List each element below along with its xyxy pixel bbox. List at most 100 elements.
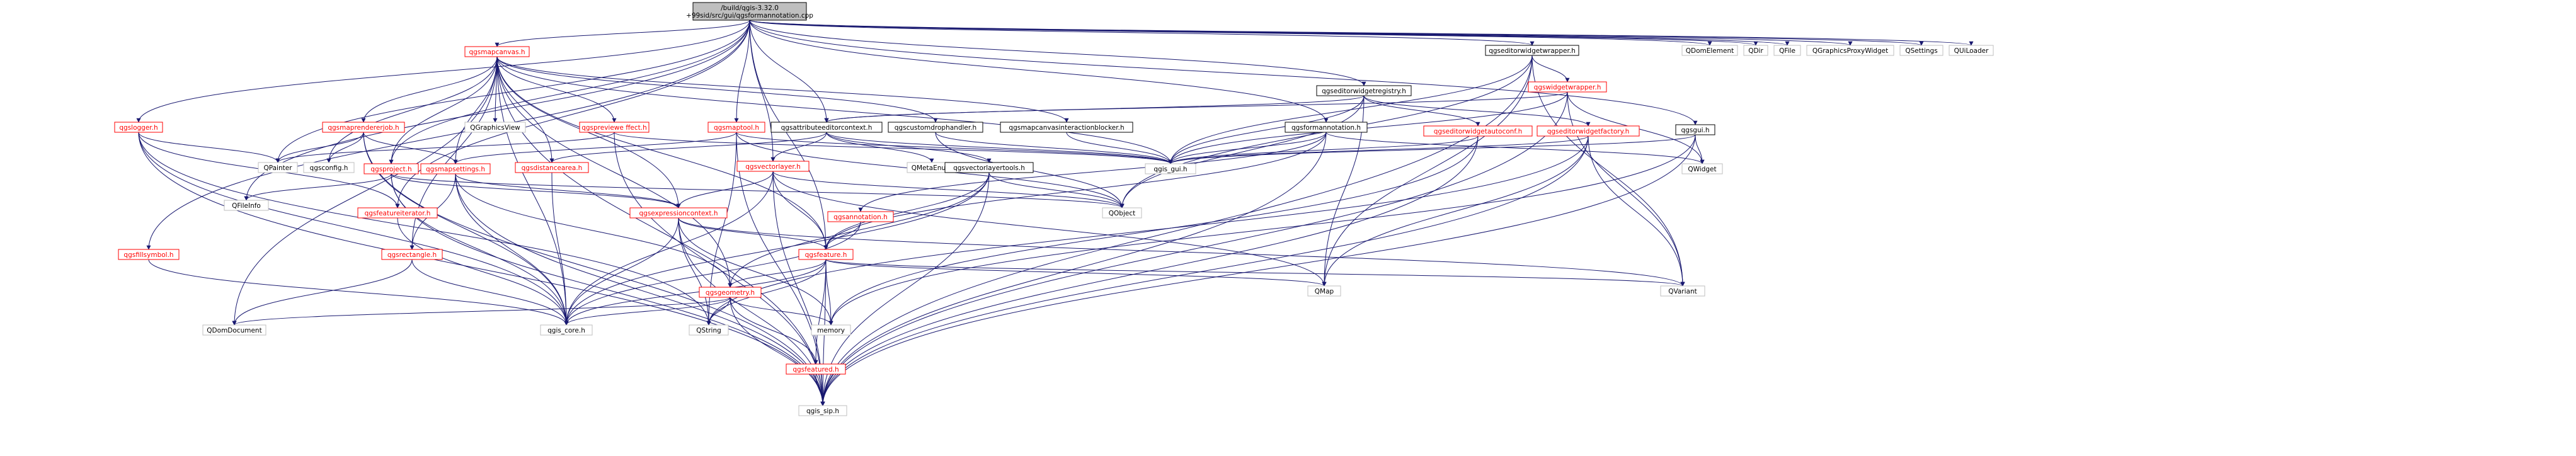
node-label: qgsformannotation.h [1291, 124, 1361, 132]
node-qgsmapcanvasinteractionblocker[interactable]: qgsmapcanvasinteractionblocker.h [1000, 122, 1133, 133]
edge-qgslogger-to-qgis_sip [138, 132, 825, 406]
edge-qgsmapsettings-to-qgsexpressioncontext [455, 173, 681, 208]
node-qgsgeometry[interactable]: qgsgeometry.h [699, 287, 762, 298]
node-box [707, 122, 765, 133]
node-box [827, 211, 894, 222]
edge-qgsgui-to-qgis_gui [1168, 134, 1696, 164]
node-qgsfeatureiterator[interactable]: qgsfeatureiterator.h [357, 207, 438, 219]
node-qgsfeature[interactable]: qgsfeature.h [798, 249, 854, 260]
edge-qgslogger-to-QString [138, 132, 711, 326]
node-qgsmaptool[interactable]: qgsmaptool.h [707, 122, 765, 133]
node-box [1681, 45, 1738, 56]
edge-qgsmaptool-to-qgsmapsettings [453, 132, 737, 164]
node-qgsdistancearea[interactable]: qgsdistancearea.h [515, 162, 589, 173]
edge-qgseditorwidgetautoconf-to-qgis_gui [1168, 135, 1479, 164]
node-box [464, 46, 530, 57]
edge-root-to-qgsfeature [749, 20, 828, 250]
edge-qgsmapsettings-to-qgis_core [455, 173, 569, 326]
edge-qgsexpressioncontext-to-qgsfeature [678, 217, 828, 250]
edge-qgsvectorlayer-to-QMap [772, 171, 1327, 287]
node-box [322, 122, 405, 133]
edge-qgsmapcanvas-to-qgsmaprendererjob [361, 56, 498, 123]
node-box [786, 363, 846, 375]
node-label: QUiLoader [1954, 47, 1989, 55]
edge-qgsfeature-to-qgis_core [564, 259, 827, 326]
edge-qgswidgetwrapper-to-QVariant [1567, 91, 1685, 287]
node-qgseditorwidgetfactory[interactable]: qgseditorwidgetfactory.h [1537, 125, 1640, 137]
node-qgspreviewe[interactable]: qgspreviewe ffect.h [579, 122, 650, 133]
edge-qgsmaptool-to-qgis_sip [736, 132, 825, 406]
node-label: QDomElement [1686, 47, 1734, 55]
edge-qgsrectangle-to-qgis_core [411, 259, 569, 326]
edge-qgsformannotation-to-qgsannotation [858, 132, 1327, 212]
node-box [364, 163, 419, 174]
node-qgsgui[interactable]: qgsgui.h [1675, 124, 1715, 135]
node-qgsvectorlayertools[interactable]: qgsvectorlayertools.h [944, 162, 1034, 173]
node-QUiLoader: QUiLoader [1949, 45, 1994, 56]
node-qgsannotation[interactable]: qgsannotation.h [827, 211, 894, 222]
edge-qgsannotation-to-qgis_core [564, 221, 861, 326]
node-box [736, 161, 810, 172]
node-qgsattributeeditorcontext[interactable]: qgsattributeeditorcontext.h [770, 122, 883, 133]
edge-qgseditorwidgetregistry-to-qgsattributeeditorcontext [824, 95, 1365, 123]
node-label: qgsgui.h [1681, 127, 1709, 134]
node-qgswidgetwrapper[interactable]: qgswidgetwrapper.h [1528, 81, 1607, 93]
node-qgscustomdrophandler[interactable]: qgscustomdrophandler.h [888, 122, 983, 133]
node-qgsproject[interactable]: qgsproject.h [364, 163, 419, 174]
node-qgsmaprendererjob[interactable]: qgsmaprendererjob.h [322, 122, 405, 133]
node-qgsexpressioncontext[interactable]: qgsexpressioncontext.h [629, 207, 728, 219]
node-box [1000, 122, 1133, 133]
edge-qgsattributeeditorcontext-to-qgsvectorlayer [770, 132, 827, 162]
node-qgsfillsymbol[interactable]: qgsfillsymbol.h [118, 249, 180, 260]
node-qgsformannotation[interactable]: qgsformannotation.h [1285, 122, 1368, 133]
node-QGraphicsProxyWidget: QGraphicsProxyWidget [1806, 45, 1894, 56]
node-label: qgsfeatureiterator.h [365, 210, 431, 217]
edge-qgseditorwidgetregistry-to-qgseditorwidgetautoconf [1363, 95, 1480, 127]
edge-qgsmapcanvasinteractionblocker-to-qgis_gui [1066, 132, 1173, 164]
node-QMetaEnum: QMetaEnum [907, 162, 957, 173]
node-label: qgslogger.h [119, 124, 157, 132]
node-box [1537, 125, 1640, 137]
node-qgsrectangle[interactable]: qgsrectangle.h [381, 249, 443, 260]
edge-qgspreviewe-to-QPainter [275, 132, 615, 163]
node-label: qgsdistancearea.h [522, 164, 583, 172]
node-qgis_gui: qgis_gui.h [1145, 163, 1196, 174]
node-label: qgsvectorlayertools.h [953, 164, 1025, 172]
edge-qgsvectorlayertools-to-qgsgeometry [728, 172, 990, 288]
edge-qgsrectangle-to-QDomDocument [232, 259, 413, 326]
node-qgseditorwidgetregistry[interactable]: qgseditorwidgetregistry.h [1316, 85, 1412, 96]
node-box [579, 122, 650, 133]
edge-qgseditorwidgetfactory-to-QMap [1322, 135, 1589, 287]
node-label: qgsmaptool.h [714, 124, 759, 132]
node-qgsfeatured[interactable]: qgsfeatured.h [786, 363, 846, 375]
node-label: qgseditorwidgetfactory.h [1547, 128, 1630, 135]
edge-root-to-qgsformannotation [749, 20, 1329, 123]
node-qgslogger[interactable]: qgslogger.h [114, 122, 163, 133]
node-qgsmapsettings[interactable]: qgsmapsettings.h [420, 163, 491, 174]
node-qgseditorwidgetautoconf[interactable]: qgseditorwidgetautoconf.h [1423, 125, 1533, 137]
edge-qgsgui-to-qgis_sip [820, 134, 1696, 406]
edge-qgsmaprendererjob-to-qgis_core [363, 132, 569, 326]
node-QFileInfo: QFileInfo [224, 200, 269, 211]
node-box [1102, 207, 1142, 219]
node-qgseditorwidgetwrapper[interactable]: qgseditorwidgetwrapper.h [1485, 45, 1579, 56]
node-qgsvectorlayer[interactable]: qgsvectorlayer.h [736, 161, 810, 172]
edge-qgseditorwidgetregistry-to-QObject [1119, 95, 1365, 208]
node-label: qgsannotation.h [833, 214, 888, 221]
node-label: QVariant [1668, 288, 1697, 295]
node-label: QMap [1315, 288, 1334, 295]
node-box [464, 122, 526, 133]
node-qgis_sip: qgis_sip.h [798, 405, 847, 416]
node-QWidget: QWidget [1681, 163, 1723, 174]
edge-qgsfeature-to-qgsgeometry [728, 259, 827, 288]
edge-qgsvectorlayer-to-QObject [772, 171, 1125, 208]
node-qgsmapcanvas[interactable]: qgsmapcanvas.h [464, 46, 530, 57]
edge-qgsfillsymbol-to-qgis_core [148, 259, 569, 326]
edge-qgsmapcanvas-to-qgsdistancearea [496, 56, 554, 163]
node-QMap: QMap [1307, 285, 1341, 297]
edge-qgsvectorlayertools-to-QObject [988, 172, 1125, 208]
edge-qgsmaprendererjob-to-qgis_sip [363, 132, 825, 406]
node-root[interactable]: /build/qgis-3.32.0+99sid/src/gui/qgsform… [686, 2, 813, 21]
edge-qgsfeature-to-QString [706, 259, 827, 326]
